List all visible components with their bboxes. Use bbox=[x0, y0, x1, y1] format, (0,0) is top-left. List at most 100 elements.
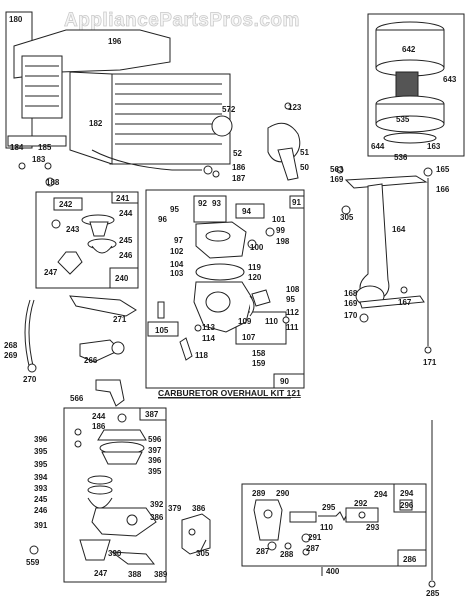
box-241-tab bbox=[111, 191, 139, 204]
label-240: 240 bbox=[115, 274, 129, 283]
label-305a: 305 bbox=[340, 213, 354, 222]
bolt-270 bbox=[27, 363, 37, 373]
label-95b: 95 bbox=[286, 295, 295, 304]
label-396b: 396 bbox=[148, 456, 162, 465]
label-113: 113 bbox=[202, 323, 215, 332]
label-102: 102 bbox=[170, 247, 184, 256]
cup-391 bbox=[87, 497, 113, 509]
label-388: 388 bbox=[128, 570, 142, 579]
label-387: 387 bbox=[145, 410, 159, 419]
label-246b: 246 bbox=[34, 506, 48, 515]
label-296: 296 bbox=[400, 501, 414, 510]
label-168: 168 bbox=[344, 289, 358, 298]
label-186: 186 bbox=[232, 163, 246, 172]
label-184: 184 bbox=[10, 143, 24, 152]
spring-105 bbox=[157, 301, 165, 319]
part-247 bbox=[57, 251, 83, 275]
label-159: 159 bbox=[252, 359, 266, 368]
label-108: 108 bbox=[286, 285, 300, 294]
label-290: 290 bbox=[276, 489, 290, 498]
box-294-296 bbox=[393, 483, 427, 513]
label-90: 90 bbox=[280, 377, 289, 386]
part-247b bbox=[79, 539, 111, 561]
label-244a: 244 bbox=[119, 209, 133, 218]
watermark-text: AppliancePartsPros.com bbox=[64, 10, 300, 31]
screw-288 bbox=[284, 542, 292, 550]
screw-113 bbox=[194, 324, 202, 332]
label-114: 114 bbox=[202, 334, 215, 343]
lever-164 bbox=[359, 183, 390, 301]
label-186b: 186 bbox=[92, 422, 106, 431]
label-293: 293 bbox=[366, 523, 380, 532]
cylinder-block bbox=[109, 73, 231, 165]
label-394: 394 bbox=[34, 473, 48, 482]
label-559: 559 bbox=[26, 558, 40, 567]
box-387-tab bbox=[139, 407, 167, 421]
intake-port bbox=[211, 115, 233, 137]
grille-182 bbox=[21, 55, 63, 119]
label-119: 119 bbox=[248, 263, 261, 272]
box-286 bbox=[241, 483, 427, 567]
part-290 bbox=[289, 511, 317, 523]
label-93: 93 bbox=[212, 199, 221, 208]
label-104: 104 bbox=[170, 260, 184, 269]
choke-parts bbox=[253, 420, 436, 588]
label-243: 243 bbox=[66, 225, 80, 234]
label-196: 196 bbox=[108, 37, 122, 46]
label-386a: 386 bbox=[150, 513, 164, 522]
engine-assembly bbox=[5, 11, 301, 187]
label-165: 165 bbox=[436, 165, 450, 174]
label-183: 183 bbox=[32, 155, 46, 164]
label-170: 170 bbox=[344, 311, 358, 320]
label-92: 92 bbox=[198, 199, 207, 208]
label-294b: 294 bbox=[400, 489, 414, 498]
label-118: 118 bbox=[195, 351, 208, 360]
label-112: 112 bbox=[286, 308, 299, 317]
carburetor-parts bbox=[157, 221, 290, 361]
label-241: 241 bbox=[116, 194, 130, 203]
label-247a: 247 bbox=[44, 268, 58, 277]
label-242: 242 bbox=[59, 200, 73, 209]
nut-170 bbox=[359, 313, 369, 323]
base-bracket bbox=[7, 135, 67, 147]
label-123: 123 bbox=[288, 103, 302, 112]
tube-50 bbox=[277, 147, 299, 181]
needle-118 bbox=[179, 337, 193, 361]
label-390: 390 bbox=[108, 549, 122, 558]
label-97: 97 bbox=[174, 236, 183, 245]
label-188: 188 bbox=[46, 178, 60, 187]
label-166: 166 bbox=[436, 185, 450, 194]
screw-123 bbox=[284, 102, 292, 110]
box-94 bbox=[235, 203, 265, 219]
label-164: 164 bbox=[392, 225, 406, 234]
label-246a: 246 bbox=[119, 251, 133, 260]
label-285: 285 bbox=[426, 589, 440, 598]
screw-101 bbox=[265, 227, 275, 237]
label-187: 187 bbox=[232, 174, 246, 183]
label-266: 266 bbox=[84, 356, 98, 365]
label-100: 100 bbox=[250, 243, 264, 252]
label-397: 397 bbox=[148, 446, 162, 455]
label-101: 101 bbox=[272, 215, 286, 224]
box-92-93 bbox=[193, 195, 227, 223]
box-90-tab bbox=[273, 373, 305, 389]
label-286: 286 bbox=[403, 555, 417, 564]
label-110: 110 bbox=[265, 317, 278, 326]
label-642: 642 bbox=[402, 45, 416, 54]
clip-184 bbox=[18, 162, 26, 170]
label-400: 400 bbox=[326, 567, 340, 576]
label-198: 198 bbox=[276, 237, 290, 246]
label-391: 391 bbox=[34, 521, 48, 530]
box-240 bbox=[35, 191, 139, 289]
label-287b: 287 bbox=[306, 544, 320, 553]
governor-parts bbox=[51, 214, 117, 275]
label-289: 289 bbox=[252, 489, 266, 498]
label-392: 392 bbox=[150, 500, 164, 509]
screw-188 bbox=[45, 177, 55, 187]
screw-287b bbox=[302, 548, 310, 556]
part-388 bbox=[110, 551, 156, 565]
label-245a: 245 bbox=[119, 236, 133, 245]
kit-caption: CARBURETOR OVERHAUL KIT 121 bbox=[158, 388, 301, 398]
